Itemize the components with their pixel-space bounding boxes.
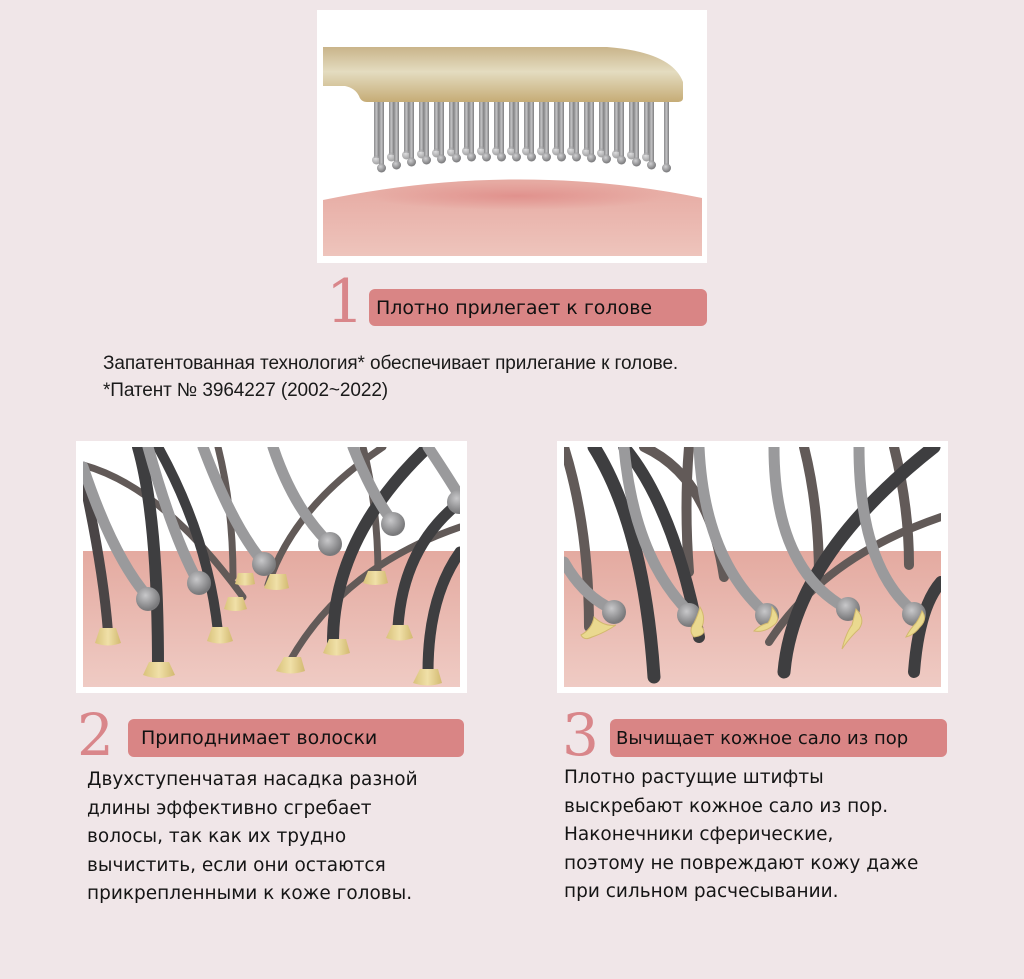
section3-line: Наконечники сферические, (564, 824, 834, 845)
step-number-2: 2 (77, 701, 114, 769)
step-number-3: 3 (562, 701, 599, 769)
section3-line: Плотно растущие штифты (564, 767, 824, 788)
hair-lifting-illustration (83, 447, 460, 687)
intro-line-1: Запатентованная технология* обеспечивает… (103, 353, 679, 374)
section3-title-pill: Вычищает кожное сало из пор (610, 719, 947, 757)
section2-line: вычистить, если они остаются (87, 854, 386, 876)
section3-line: выскребают кожное сало из пор. (564, 795, 889, 817)
patent-number-note: *Патент № 3964227 (2002~2022) (103, 380, 389, 401)
section3-title: Вычищает кожное сало из пор (616, 727, 909, 749)
section1-title-pill: Плотно прилегает к голове (369, 289, 707, 326)
section2-title-pill: Приподнимает волоски (128, 719, 464, 757)
section3-description: Плотно растущие штифты выскребают кожное… (564, 764, 918, 907)
section2-line: Двухступенчатая насадка разной (87, 769, 418, 790)
section2-line: длины эффективно сгребает (87, 797, 372, 819)
section3-line: поэтому не повреждают кожу даже (564, 852, 919, 874)
section2-title: Приподнимает волоски (141, 727, 378, 749)
sebum-removal-illustration (564, 447, 941, 687)
section2-description: Двухступенчатая насадка разной длины эфф… (87, 766, 418, 909)
section2-line: волосы, так как их трудно (87, 826, 347, 847)
section1-title: Плотно прилегает к голове (376, 296, 653, 319)
sebum-removal-illustration-frame (557, 441, 948, 693)
patent-description: Запатентованная технология* обеспечивает… (103, 350, 678, 404)
brush-illustration-frame (317, 10, 707, 263)
hair-lifting-illustration-frame (76, 441, 467, 693)
section3-line: при сильном расчесывании. (564, 881, 839, 902)
section2-line: прикрепленными к коже головы. (87, 883, 413, 904)
step-number-1: 1 (326, 267, 365, 337)
brush-pins-illustration (323, 47, 702, 256)
